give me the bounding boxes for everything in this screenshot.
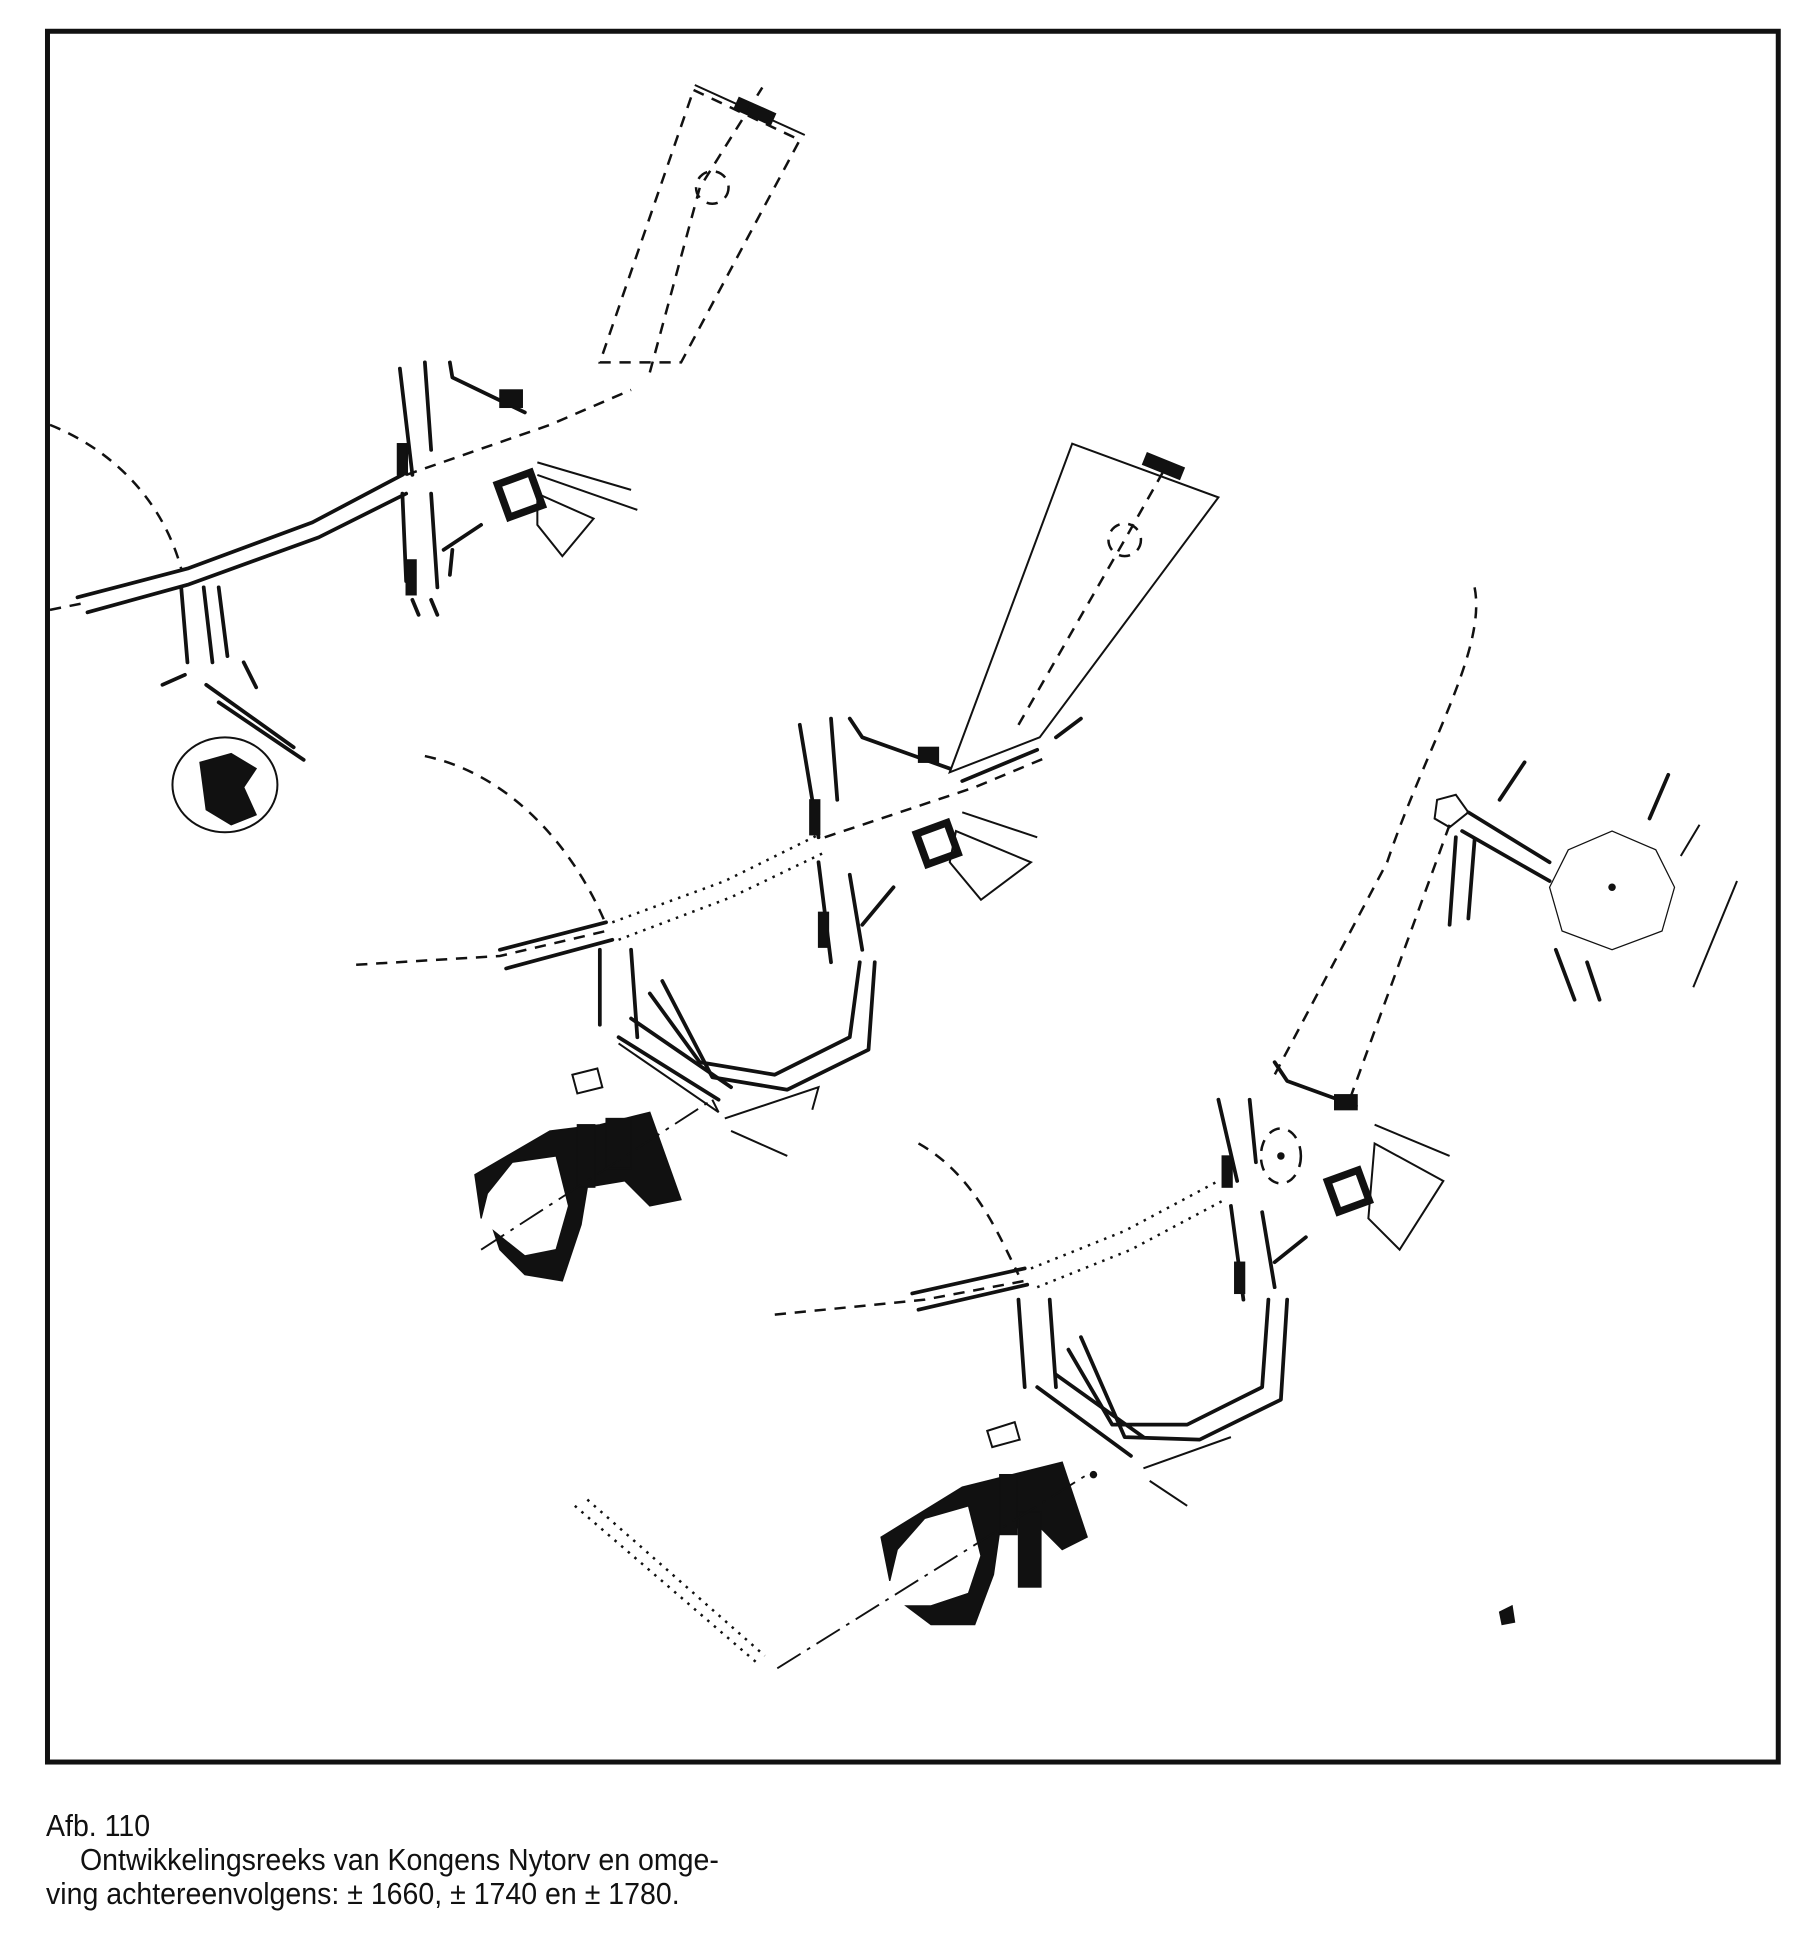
church-square	[492, 467, 548, 523]
plan-1660	[49, 84, 806, 834]
figure-frame	[44, 28, 1781, 1765]
plan-1780	[574, 587, 1738, 1670]
figure-caption-line-1: Ontwikkelingsreeks van Kongens Nytorv en…	[80, 1842, 719, 1877]
figure-caption-line-2: ving achtereenvolgens: ± 1660, ± 1740 en…	[46, 1876, 680, 1911]
plan-1740	[356, 442, 1221, 1282]
figure-label: Afb. 110	[46, 1808, 151, 1843]
